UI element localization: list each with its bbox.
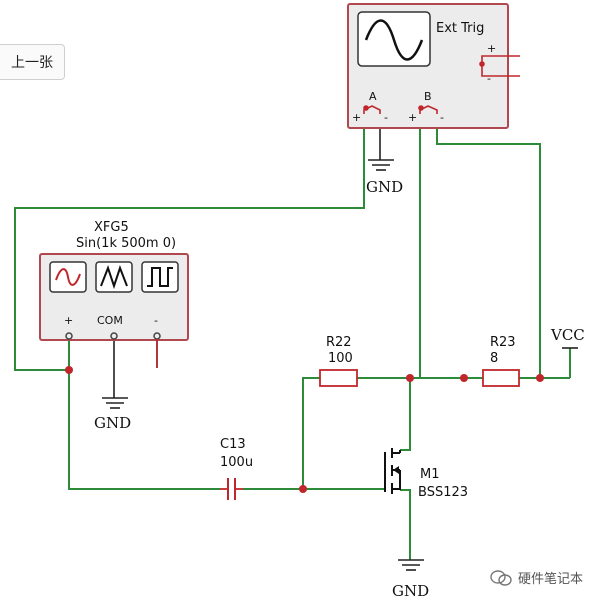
- watermark-text: 硬件笔记本: [517, 572, 583, 587]
- watermark: 硬件笔记本: [490, 568, 583, 587]
- gnd-label-scope: GND: [366, 178, 403, 196]
- channel-b-terminal: [419, 105, 438, 114]
- mosfet-m1[interactable]: [384, 448, 401, 494]
- triangle-icon: [100, 265, 128, 290]
- oscilloscope[interactable]: Ext Trig + - A B + - + -: [347, 3, 520, 129]
- generator-com-label: COM: [97, 314, 123, 327]
- ext-trig-terminals[interactable]: [479, 55, 520, 77]
- node-gate: [299, 485, 307, 493]
- r23-body: [482, 369, 520, 387]
- wire-m1-source-to-gnd: [400, 489, 411, 560]
- ext-trig-label: Ext Trig: [436, 21, 484, 36]
- m1-name: M1: [420, 467, 440, 482]
- node-drain: [406, 374, 414, 382]
- c13-name: C13: [220, 437, 246, 452]
- function-generator[interactable]: + COM -: [39, 253, 189, 368]
- capacitor-c13[interactable]: C13 100u: [220, 437, 253, 500]
- r22-body: [319, 369, 358, 387]
- gnd-symbol-m1: [398, 559, 424, 571]
- generator-spec: Sin(1k 500m 0): [76, 236, 176, 251]
- wire-scope-a-to-generator: [14, 114, 365, 371]
- m1-arrow: [393, 466, 399, 474]
- channel-b-minus: -: [440, 111, 444, 124]
- gnd-symbol-scope: [368, 159, 394, 171]
- node-generator-plus: [65, 366, 73, 374]
- gnd-label-m1: GND: [392, 582, 429, 600]
- node-r23-left: [460, 374, 468, 382]
- wire-gate-to-r22: [302, 377, 320, 489]
- r23-value: 8: [490, 351, 498, 366]
- wire-generator-to-c13: [68, 336, 220, 490]
- gnd-label-generator: GND: [94, 414, 131, 432]
- node-vcc: [536, 374, 544, 382]
- r22-name: R22: [326, 335, 352, 350]
- ground-symbols: [102, 159, 424, 571]
- generator-minus-label: -: [154, 314, 158, 327]
- wire-scope-b-minus-to-vcc: [436, 114, 541, 378]
- sine-wave-icon: [364, 19, 424, 61]
- channel-a-terminal: [363, 105, 381, 114]
- generator-name: XFG5: [94, 220, 129, 235]
- scope-probe-terminals[interactable]: [363, 105, 438, 114]
- channel-a-minus: -: [384, 111, 388, 124]
- gnd-symbol-generator: [102, 397, 128, 409]
- square-icon: [147, 267, 173, 287]
- resistor-r23[interactable]: R23 8: [482, 335, 520, 387]
- channel-b-label: B: [424, 90, 432, 103]
- resistor-r22[interactable]: R22 100: [319, 335, 358, 387]
- junction-nodes: [65, 366, 544, 493]
- ext-trig-plus: +: [487, 42, 496, 55]
- r23-name: R23: [490, 335, 516, 350]
- generator-plus-label: +: [64, 314, 73, 327]
- ext-trig-minus: -: [487, 72, 491, 85]
- previous-image-button[interactable]: 上一张: [0, 44, 65, 80]
- channel-a-label: A: [369, 90, 377, 103]
- r22-value: 100: [328, 351, 353, 366]
- triangle-button[interactable]: [95, 261, 133, 293]
- channel-b-plus: +: [408, 111, 417, 124]
- vcc-symbol: VCC: [550, 326, 585, 349]
- sine-icon: [55, 268, 81, 286]
- c13-value: 100u: [220, 455, 253, 470]
- channel-a-plus: +: [352, 111, 361, 124]
- vcc-label: VCC: [550, 326, 585, 344]
- wire-drain-to-m1: [400, 378, 411, 451]
- wechat-icon: [490, 569, 512, 586]
- m1-part: BSS123: [418, 485, 468, 500]
